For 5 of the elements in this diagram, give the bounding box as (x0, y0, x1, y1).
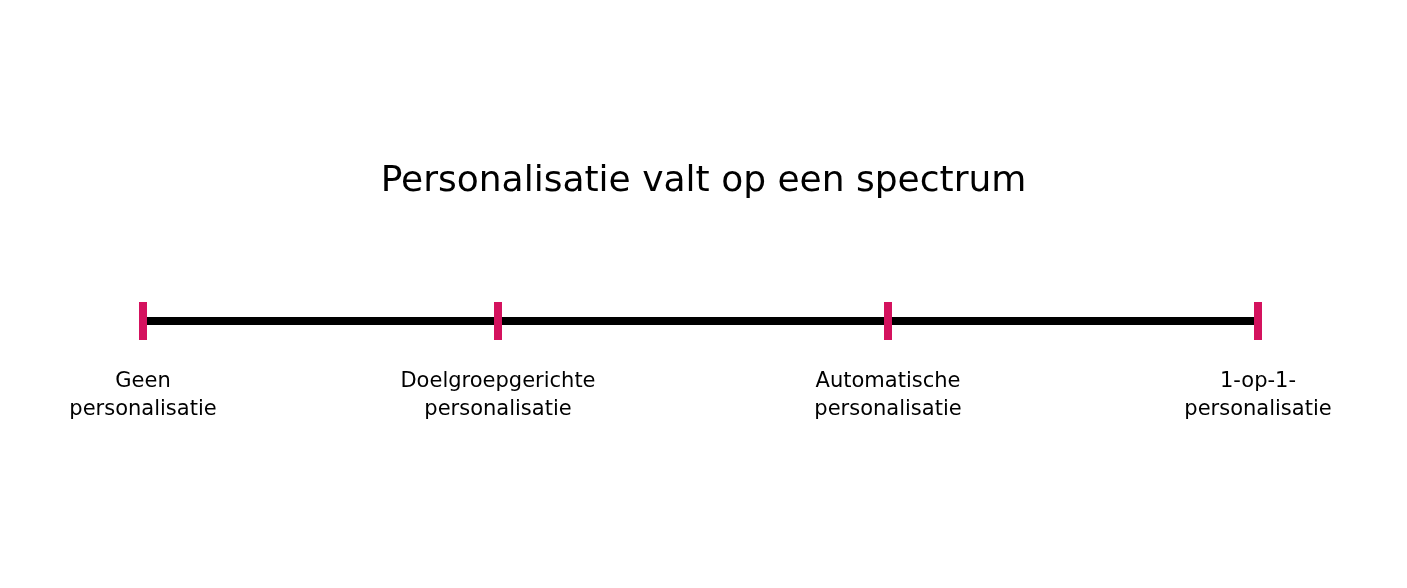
spectrum-label: Doelgroepgerichte personalisatie (399, 367, 597, 422)
spectrum-label: Automatische personalisatie (813, 367, 963, 422)
diagram-title: Personalisatie valt op een spectrum (379, 158, 1028, 199)
spectrum-label: Geen personalisatie (68, 367, 218, 422)
spectrum-label: 1-op-1-personalisatie (1183, 367, 1333, 422)
